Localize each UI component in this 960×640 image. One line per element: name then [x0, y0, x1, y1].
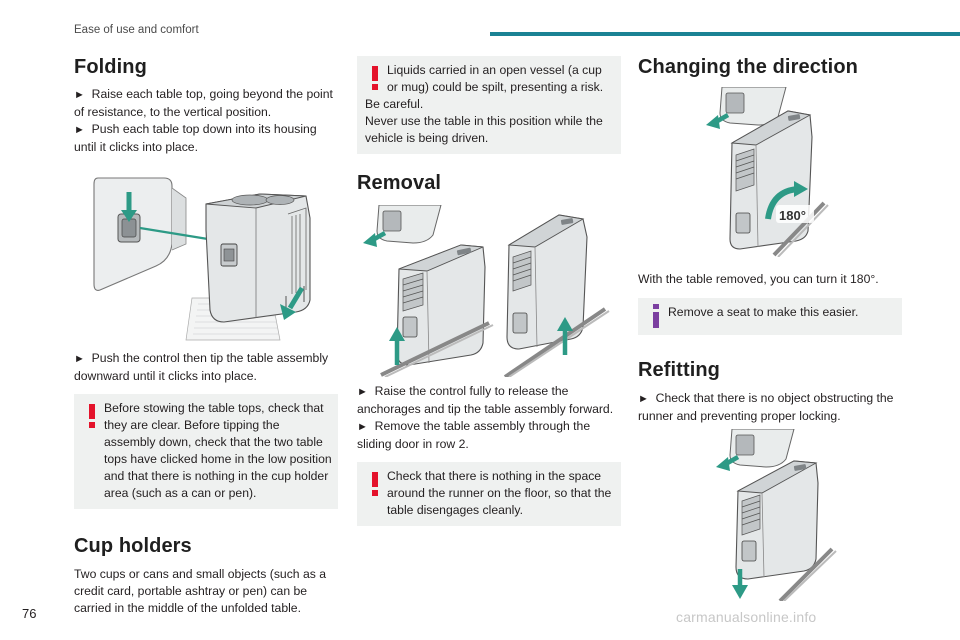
folding-step-2: ► Push each table top down into its hous… [74, 122, 317, 154]
cup-holders-text: Two cups or cans and small objects (such… [74, 567, 326, 615]
bullet-arrow: ► [74, 353, 85, 365]
tip-arrow-icon [287, 286, 305, 310]
bullet-arrow: ► [357, 421, 368, 433]
refitting-step-1: ► Check that there is no object obstruct… [638, 391, 894, 423]
page-number: 76 [22, 606, 37, 621]
watermark: carmanualsonline.info [676, 609, 817, 625]
bullet-arrow: ► [74, 89, 85, 101]
removal-step-2: ► Remove the table assembly through the … [357, 419, 591, 451]
bullet-arrow: ► [357, 386, 368, 398]
left-arrow-icon [363, 233, 377, 247]
refitting-illustration [716, 429, 837, 601]
column-right: Changing the direction 180° With the tab… [638, 56, 902, 601]
removal-warning-text: Check that there is nothing in the space… [387, 469, 612, 517]
column-left: Folding ► Raise each table top, going be… [74, 56, 338, 617]
info-box: Remove a seat to make this easier. [638, 298, 902, 335]
removal-warning-box: Check that there is nothing in the space… [357, 462, 621, 526]
up-arrow-icon [557, 317, 573, 331]
removal-step-1: ► Raise the control fully to release the… [357, 384, 614, 416]
tip-arrow-icon [280, 304, 296, 320]
warning-icon [372, 66, 378, 90]
removal-title: Removal [357, 172, 442, 194]
liquids-warning-box: Liquids carried in an open vessel (a cup… [357, 56, 621, 154]
removal-illustration [363, 205, 610, 377]
folding-step-1: ► Raise each table top, going beyond the… [74, 87, 333, 119]
left-arrow-icon [706, 115, 720, 129]
info-icon [653, 304, 659, 328]
up-arrow-icon [389, 327, 405, 341]
warning-icon [89, 404, 95, 428]
refitting-title: Refitting [638, 359, 720, 381]
folding-title: Folding [74, 56, 147, 78]
folding-warning-box: Before stowing the table tops, check tha… [74, 394, 338, 509]
changing-direction-title: Changing the direction [638, 56, 858, 78]
down-arrow-icon [732, 585, 748, 599]
bullet-arrow: ► [638, 393, 649, 405]
folding-step-3: ► Push the control then tip the table as… [74, 351, 329, 383]
liquids-warning-line-1: Liquids carried in an open vessel (a cup… [387, 63, 604, 94]
info-text: Remove a seat to make this easier. [668, 305, 859, 319]
header-accent-bar [490, 32, 960, 36]
warning-icon [372, 472, 378, 496]
rotation-label: 180° [779, 208, 806, 223]
down-arrow-icon [121, 210, 137, 222]
changing-direction-text: With the table removed, you can turn it … [638, 272, 879, 286]
left-arrow-icon [716, 457, 730, 471]
cup-holders-title: Cup holders [74, 535, 192, 557]
rotate-arrow-icon [794, 181, 808, 197]
column-middle: Liquids carried in an open vessel (a cup… [357, 56, 621, 526]
folding-warning-text: Before stowing the table tops, check tha… [104, 401, 332, 500]
section-header: Ease of use and comfort [74, 24, 199, 36]
rotate-illustration: 180° [706, 87, 829, 257]
liquids-warning-line-3: Never use the table in this position whi… [365, 114, 603, 145]
rotate-arrow-icon [765, 186, 799, 220]
folding-illustration [93, 177, 311, 341]
liquids-warning-line-2: Be careful. [365, 97, 424, 111]
bullet-arrow: ► [74, 124, 85, 136]
